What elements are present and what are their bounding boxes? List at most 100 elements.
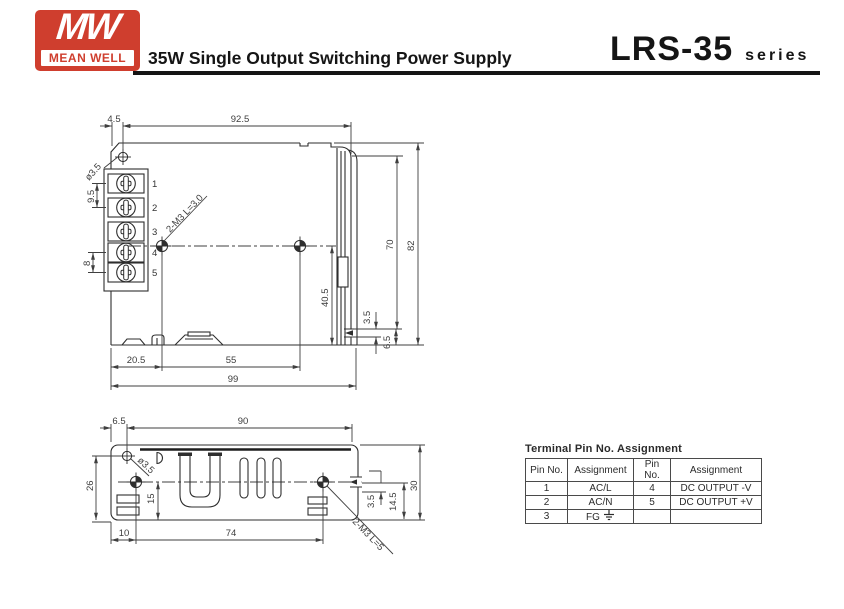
cell-pin-2: 2 xyxy=(525,495,568,510)
dim-label-15: 15 xyxy=(146,493,157,504)
dim-label-4-5: 4.5 xyxy=(107,114,120,125)
side-notch-arrow xyxy=(345,330,353,336)
vent-slot xyxy=(239,457,249,499)
cell-assignment-acn: AC/N xyxy=(567,495,634,510)
leader-line xyxy=(326,485,394,555)
cell-empty xyxy=(670,509,762,524)
u-cutout-cap xyxy=(178,452,192,456)
ext-lines xyxy=(111,122,352,154)
terminal-screw-2 xyxy=(116,197,136,218)
dim-label-92-5: 92.5 xyxy=(231,114,250,125)
cell-assignment-acl: AC/L xyxy=(567,481,634,496)
pin-assignment-section: Terminal Pin No. Assignment Pin No. Assi… xyxy=(525,443,765,524)
product-series: series xyxy=(745,47,810,64)
ext-lines xyxy=(88,183,106,273)
table-header-row: Pin No. Assignment Pin No. Assignment xyxy=(525,458,762,482)
dim-label-14-5: 14.5 xyxy=(388,493,399,512)
side-notch-arrow xyxy=(350,479,357,485)
dim-label-20-5: 20.5 xyxy=(127,355,146,366)
leader-line xyxy=(130,458,150,477)
dim-label-10: 10 xyxy=(119,528,130,539)
vent-bar xyxy=(116,506,140,516)
vent-bar xyxy=(116,494,140,504)
product-model: LRS-35 series xyxy=(610,30,809,69)
pin-number-4: 4 xyxy=(152,248,157,259)
d-shaped-hole xyxy=(156,451,163,465)
dim-label-6-5: 6.5 xyxy=(112,416,125,427)
cell-pin-3: 3 xyxy=(525,509,568,524)
ext-lines xyxy=(110,490,324,544)
dim-label-82: 82 xyxy=(406,240,417,251)
dim-label-6-5-top: 6.5 xyxy=(382,336,393,349)
dim-label-70: 70 xyxy=(385,239,396,250)
dim-label-3-5: 3.5 xyxy=(366,495,377,508)
dim-label-26: 26 xyxy=(85,480,96,491)
table-title: Terminal Pin No. Assignment xyxy=(525,443,682,455)
page-title: 35W Single Output Switching Power Supply xyxy=(148,48,512,68)
product-name: LRS-35 xyxy=(610,30,734,68)
mounting-hole-right xyxy=(290,236,310,256)
mounting-hole-left xyxy=(126,472,146,492)
dim-label-hole-dia: ø3.5 xyxy=(135,455,156,476)
dim-label-30: 30 xyxy=(409,480,420,491)
bottom-view-drawing: 6.5 90 ø3.5 26 15 10 74 3.5 14.5 30 xyxy=(85,416,425,555)
header-rule xyxy=(133,71,820,75)
cell-assignment-fg: FG xyxy=(567,509,634,524)
dim-label-3-5-top: 3.5 xyxy=(362,311,373,324)
vent-bar xyxy=(307,507,328,516)
pin-number-5: 5 xyxy=(152,268,157,279)
top-view-drawing: 1 2 3 4 5 4.5 92.5 ø3.5 9.5 8 xyxy=(82,114,424,390)
terminal-screw-5 xyxy=(116,262,136,283)
fg-label: FG xyxy=(586,512,600,523)
pin-number-2: 2 xyxy=(152,203,157,214)
col-header-pin-no-2: Pin No. xyxy=(633,458,671,482)
col-header-assignment-1: Assignment xyxy=(567,458,634,482)
cell-pin-1: 1 xyxy=(525,481,568,496)
side-notch xyxy=(350,476,362,488)
pin-number-1: 1 xyxy=(152,179,157,190)
table-row: 2 AC/N 5 DC OUTPUT +V xyxy=(525,495,762,510)
dim-label-hole-dia: ø3.5 xyxy=(83,162,104,183)
ext-lines xyxy=(358,444,425,521)
dim-label-9-5: 9.5 xyxy=(86,190,97,203)
ext-lines xyxy=(334,142,424,346)
top-view-case-outline xyxy=(110,142,358,346)
dim-label-55: 55 xyxy=(226,355,237,366)
col-header-pin-no-1: Pin No. xyxy=(525,458,568,482)
vent-slot xyxy=(272,457,282,499)
screw-note-bottom: 2-M3 L=5 xyxy=(350,516,386,553)
corner-hole xyxy=(118,447,136,465)
dim-label-40-5: 40.5 xyxy=(320,289,331,308)
dim-label-99: 99 xyxy=(228,374,239,385)
ext-lines xyxy=(110,253,357,390)
screw-note-top: 2-M3 L=3.0 xyxy=(164,193,205,235)
leader-line xyxy=(103,155,120,169)
cell-assignment-dc-pos: DC OUTPUT +V xyxy=(670,495,762,510)
dim-label-90: 90 xyxy=(238,416,249,427)
vent-slot xyxy=(256,457,266,499)
u-cutout-cap xyxy=(208,452,222,456)
dim-label-74: 74 xyxy=(226,528,237,539)
leader-line xyxy=(163,195,208,242)
flange-slot xyxy=(337,256,349,288)
terminal-screw-1 xyxy=(116,173,136,194)
u-cutout xyxy=(179,455,221,508)
earth-ground-icon xyxy=(603,510,614,521)
pin-assignment-table: Pin No. Assignment Pin No. Assignment 1 … xyxy=(525,458,762,524)
logo-brand-text: MEAN WELL xyxy=(41,50,134,66)
terminal-screw-3 xyxy=(116,221,136,242)
table-row: 3 FG xyxy=(525,509,762,524)
col-header-assignment-2: Assignment xyxy=(670,458,762,482)
bottom-tab-clip xyxy=(187,331,211,337)
dim-label-8: 8 xyxy=(82,261,93,266)
vent-bar xyxy=(307,496,328,505)
table-row: 1 AC/L 4 DC OUTPUT -V xyxy=(525,481,762,496)
bottom-tabs xyxy=(121,334,224,346)
notch-mask xyxy=(354,476,362,488)
cell-empty xyxy=(633,509,671,524)
cell-assignment-dc-neg: DC OUTPUT -V xyxy=(670,481,762,496)
cell-pin-4: 4 xyxy=(633,481,671,496)
mean-well-logo: MW MEAN WELL xyxy=(35,6,140,71)
